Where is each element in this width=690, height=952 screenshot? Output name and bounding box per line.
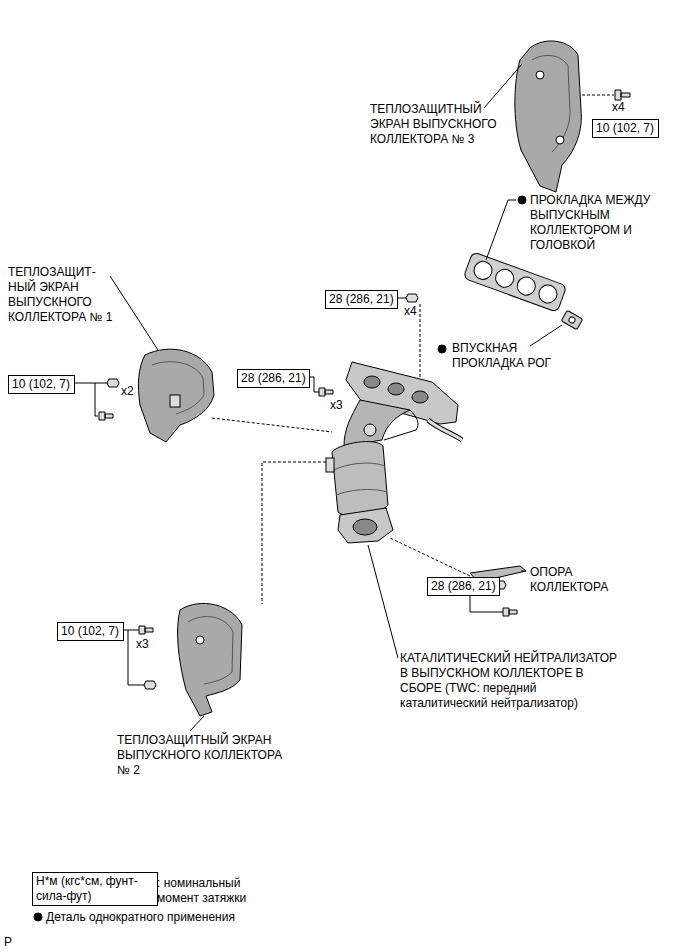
gasket-port <box>493 267 516 290</box>
leader-line <box>470 595 503 612</box>
box-text: 28 (286, 21) <box>329 292 394 307</box>
converter-seam <box>334 463 387 495</box>
torque-spec-box: 28 (286, 21) <box>237 369 310 388</box>
bolt-symbol <box>319 388 333 396</box>
leader-line <box>484 64 522 108</box>
manifold-port <box>388 383 404 395</box>
bolt-symbol <box>99 412 113 420</box>
part-name: ТЕПЛОЗАЩИТНЫЙ ЭКРАН ВЫПУСКНОГО КОЛЛЕКТОР… <box>370 102 510 147</box>
leader-line <box>110 276 158 350</box>
dashed-leader <box>212 418 332 432</box>
box-text: 28 (286, 21) <box>241 371 306 386</box>
leader-line <box>521 571 526 572</box>
quantity-mark: x3 <box>136 637 149 652</box>
box-text: 28 (286, 21) <box>431 579 496 594</box>
sensor-boss <box>364 424 376 436</box>
shield-clip <box>170 395 180 407</box>
page-mark: P <box>4 935 12 950</box>
heat-shield-rib <box>532 55 570 152</box>
gasket-port <box>472 259 495 282</box>
quantity-mark: x2 <box>121 384 134 399</box>
quantity-mark: x3 <box>330 398 343 413</box>
single-use-mark <box>438 345 446 353</box>
por-gasket-hole <box>568 316 576 324</box>
part-name: ПРОКЛАДКА МЕЖДУ ВЫПУСКНЫМ КОЛЛЕКТОРОМ И … <box>530 193 660 253</box>
gasket-plate <box>463 252 567 313</box>
converter-bracket <box>326 458 334 472</box>
box-text: Н*м (кгс*см, фунт-сила-фут) <box>36 874 154 904</box>
part-name: КАТАЛИТИЧЕСКИЙ НЕЙТРАЛИЗАТОР В ВЫПУСКНОМ… <box>400 651 618 711</box>
torque-spec-box: 28 (286, 21) <box>325 290 398 309</box>
torque-spec-box: 10 (102, 7) <box>592 119 659 138</box>
leader-line <box>486 200 516 260</box>
outlet-flange <box>338 508 393 543</box>
leader-line <box>368 545 398 658</box>
heat-shield <box>515 41 581 192</box>
bolt-symbol <box>503 608 517 616</box>
nut-symbol <box>406 294 418 302</box>
shield-hole <box>196 636 204 644</box>
torque-spec-box: 10 (102, 7) <box>8 375 75 394</box>
dashed-leader <box>390 538 470 576</box>
single-use-mark <box>34 913 42 921</box>
heat-shield-rib <box>188 617 233 684</box>
legend-text: : номинальный момент затяжки <box>157 876 246 905</box>
bolt-symbol <box>139 626 153 634</box>
leader-line <box>190 716 204 731</box>
heat-shield-rib <box>152 362 204 414</box>
part-name: ОПОРА КОЛЛЕКТОРА <box>530 565 640 595</box>
unit-legend-box: Н*м (кгс*см, фунт-сила-фут) <box>32 872 158 906</box>
converter-shell <box>332 442 388 516</box>
part-name: ВПУСКНАЯ ПРОКЛАДКА РОГ <box>452 341 567 371</box>
por-gasket <box>561 310 583 329</box>
heat-shield <box>178 603 242 716</box>
pipe <box>428 420 462 440</box>
gasket-port <box>536 282 559 305</box>
manifold-runner <box>344 400 410 446</box>
part-name: ТЕПЛОЗАЩИТ- НЫЙ ЭКРАН ВЫПУСКНОГО КОЛЛЕКТ… <box>8 265 126 325</box>
legend-entry: : номинальный момент затяжки <box>157 876 267 906</box>
manifold-port <box>412 391 428 403</box>
bolt-symbol <box>615 90 630 100</box>
legend-entry: Деталь однократного применения <box>46 910 306 925</box>
box-text: 10 (102, 7) <box>596 121 655 136</box>
gasket <box>463 252 567 313</box>
dashed-leader <box>582 95 614 96</box>
leader-line <box>530 325 562 346</box>
box-text: 10 (102, 7) <box>61 624 120 639</box>
pipe <box>428 420 462 440</box>
outlet-port <box>353 519 377 535</box>
nut-symbol <box>144 681 156 689</box>
torque-spec-box: 10 (102, 7) <box>57 622 124 641</box>
leader-line <box>124 630 139 631</box>
manifold-runner <box>384 410 418 440</box>
nut-symbol <box>107 379 119 387</box>
shield-hole <box>556 136 564 144</box>
legend-text: Деталь однократного применения <box>46 910 235 924</box>
heat-shield <box>138 349 214 442</box>
manifold-port <box>364 376 380 388</box>
leader-line <box>95 383 98 416</box>
part-name: ТЕПЛОЗАЩИТНЫЙ ЭКРАН ВЫПУСКНОГО КОЛЛЕКТОР… <box>117 733 285 778</box>
torque-spec-box: 28 (286, 21) <box>427 577 500 596</box>
quantity-mark: x4 <box>404 304 417 319</box>
box-text: 10 (102, 7) <box>12 377 71 392</box>
quantity-mark: x4 <box>612 100 625 115</box>
shield-hole <box>536 71 544 79</box>
por-gasket-plate <box>561 310 583 329</box>
dashed-leader <box>262 462 326 604</box>
dashed-leader <box>420 304 421 384</box>
single-use-mark <box>518 196 526 204</box>
gasket-port <box>515 275 538 298</box>
